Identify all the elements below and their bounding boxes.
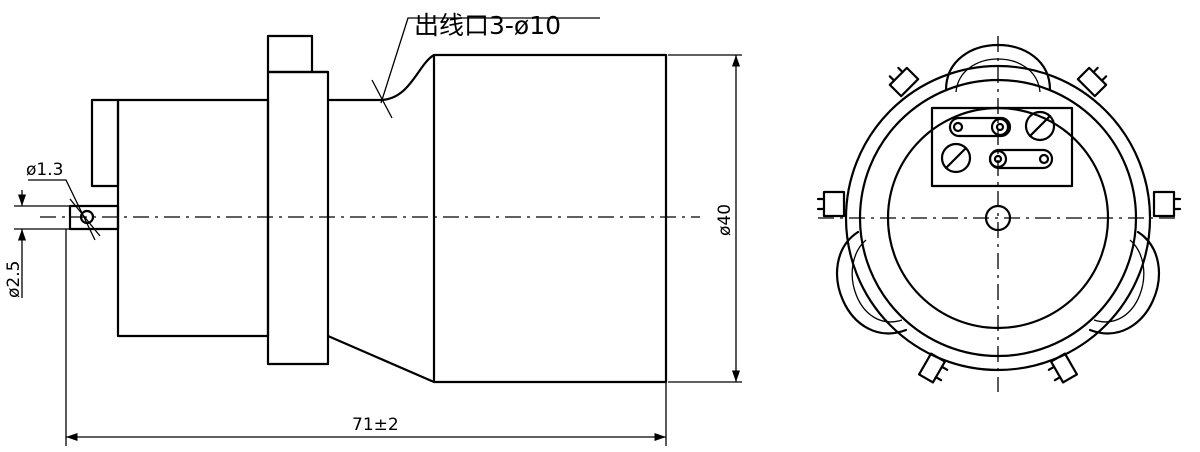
length-label: 71±2 <box>352 415 399 435</box>
pin-diameter-dim: ø2.5 <box>4 190 70 298</box>
main-body <box>432 53 668 384</box>
side-view: 出线口3-ø10 ø1.3 ø2.5 ø40 71±2 <box>4 11 742 446</box>
neck-lower <box>326 334 436 384</box>
clamp-right <box>1152 190 1182 218</box>
pin-hole-callout: ø1.3 <box>26 160 101 241</box>
pin-hole-label: ø1.3 <box>26 160 63 180</box>
pin-diameter-label: ø2.5 <box>4 261 24 298</box>
length-dim: 71±2 <box>65 229 667 446</box>
rear-cap <box>116 98 270 338</box>
terminal-plate <box>930 106 1074 188</box>
rear-tab <box>90 98 120 188</box>
neck <box>326 53 436 102</box>
end-view <box>816 36 1182 392</box>
outlet-label: 出线口3-ø10 <box>414 11 561 40</box>
center-hole <box>984 204 1012 232</box>
outlet-callout: 出线口3-ø10 <box>371 11 600 119</box>
clamp-bottom-right <box>1047 352 1079 384</box>
right-lobe <box>1088 230 1160 335</box>
clamp-top-right <box>1076 66 1108 98</box>
clamp-top-left <box>888 66 920 98</box>
left-lobe <box>836 230 908 335</box>
clamp-bottom-left <box>917 352 949 384</box>
body-diameter-dim: ø40 <box>668 54 742 383</box>
clamp-left <box>816 190 846 218</box>
flange <box>266 34 330 366</box>
body-diameter-label: ø40 <box>715 204 735 236</box>
